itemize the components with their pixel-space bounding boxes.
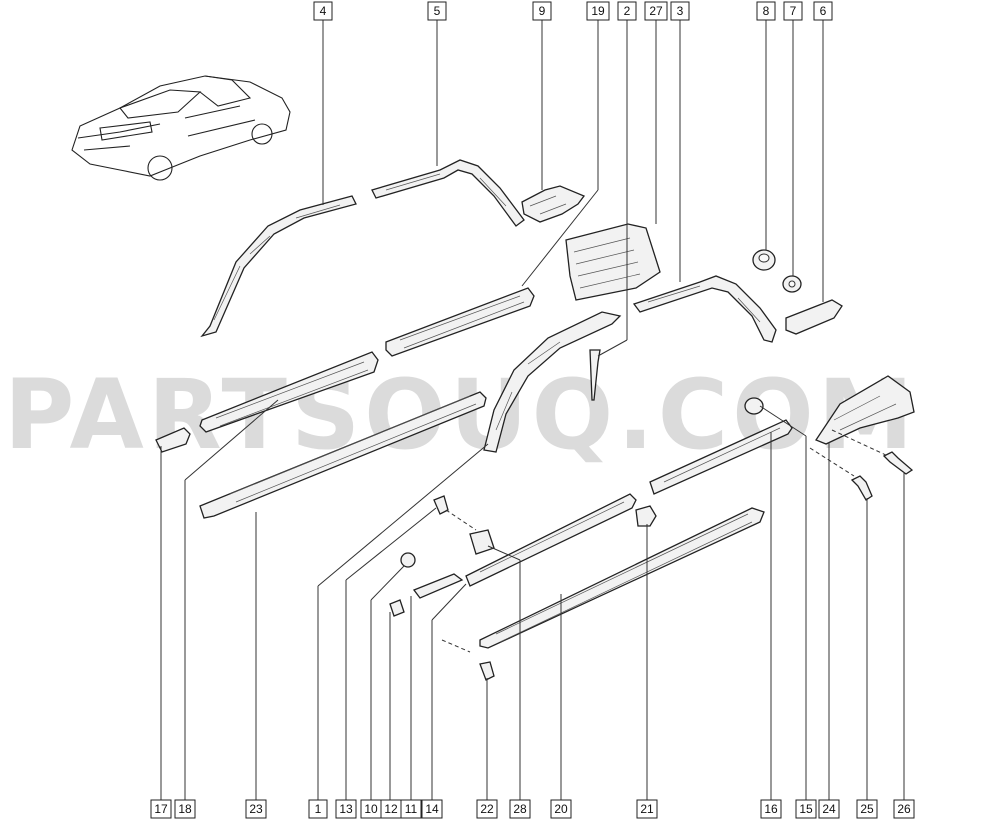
- svg-text:28: 28: [513, 802, 527, 816]
- part-screw-22: [479, 661, 495, 681]
- callout-5: 5: [427, 1, 447, 21]
- part-bolt-12: [389, 599, 405, 617]
- part-splash-guard: [815, 375, 915, 445]
- svg-text:5: 5: [434, 4, 441, 18]
- part-pillar-moulding: [483, 311, 622, 453]
- callout-13: 13: [335, 799, 357, 819]
- callout-25: 25: [856, 799, 878, 819]
- callout-26: 26: [893, 799, 915, 819]
- callout-17: 17: [150, 799, 172, 819]
- svg-text:17: 17: [154, 802, 168, 816]
- callout-2: 2: [617, 1, 637, 21]
- part-grommet-10: [400, 552, 416, 568]
- svg-text:27: 27: [649, 4, 663, 18]
- callout-18: 18: [174, 799, 196, 819]
- part-clip-21: [635, 505, 657, 527]
- callout-7: 7: [783, 1, 803, 21]
- callout-11: 11: [400, 799, 422, 819]
- part-nut: [752, 249, 776, 271]
- svg-text:26: 26: [897, 802, 911, 816]
- svg-text:1: 1: [315, 802, 322, 816]
- part-screw-25: [850, 475, 873, 501]
- car-illustration: [71, 75, 291, 181]
- svg-text:7: 7: [790, 4, 797, 18]
- svg-text:18: 18: [178, 802, 192, 816]
- svg-text:15: 15: [799, 802, 813, 816]
- part-sill-trim: [479, 507, 765, 649]
- svg-text:6: 6: [820, 4, 827, 18]
- callout-24: 24: [818, 799, 840, 819]
- leader-lines: [160, 20, 905, 800]
- svg-text:19: 19: [591, 4, 605, 18]
- svg-text:3: 3: [677, 4, 684, 18]
- svg-text:10: 10: [364, 802, 378, 816]
- part-retainer-13: [433, 495, 449, 515]
- svg-text:14: 14: [425, 802, 439, 816]
- part-clip-28: [469, 529, 495, 555]
- svg-text:12: 12: [384, 802, 398, 816]
- svg-text:4: 4: [320, 4, 327, 18]
- callout-28: 28: [509, 799, 531, 819]
- callout-9: 9: [532, 1, 552, 21]
- part-door-moulding-upper: [385, 287, 535, 357]
- part-cover-11: [412, 573, 464, 599]
- callout-14: 14: [421, 799, 443, 819]
- callout-22: 22: [476, 799, 498, 819]
- part-roof-moulding-left: [200, 195, 357, 338]
- assembly-dashes: [441, 429, 889, 653]
- svg-text:23: 23: [249, 802, 263, 816]
- part-door-moulding-lower: [199, 351, 379, 433]
- part-screw-26: [882, 451, 914, 475]
- svg-text:11: 11: [405, 802, 418, 816]
- callout-3: 3: [670, 1, 690, 21]
- callout-23: 23: [245, 799, 267, 819]
- callouts-bottom: 17 18 23 1 13 10 12 11 14 22 28 20 21 16…: [150, 799, 915, 819]
- part-washer: [782, 275, 802, 293]
- callout-16: 16: [760, 799, 782, 819]
- callouts-top: 4 5 9 19 2 27 3 8 7 6: [313, 1, 833, 21]
- callout-1: 1: [308, 799, 328, 819]
- part-quarter-trim: [565, 223, 661, 301]
- svg-text:22: 22: [480, 802, 494, 816]
- part-bracket: [521, 185, 586, 223]
- svg-text:21: 21: [640, 802, 654, 816]
- svg-text:24: 24: [822, 802, 836, 816]
- callout-20: 20: [550, 799, 572, 819]
- svg-text:2: 2: [624, 4, 631, 18]
- callout-19: 19: [586, 1, 610, 21]
- part-pillar-clip: [589, 349, 601, 401]
- callout-10: 10: [360, 799, 382, 819]
- part-rear-window-moulding: [632, 275, 777, 343]
- svg-text:25: 25: [860, 802, 874, 816]
- callout-8: 8: [756, 1, 776, 21]
- callout-21: 21: [636, 799, 658, 819]
- part-roof-moulding-right: [371, 159, 525, 227]
- callout-6: 6: [813, 1, 833, 21]
- callout-4: 4: [313, 1, 333, 21]
- part-front-sill-moulding: [465, 493, 637, 587]
- svg-text:8: 8: [763, 4, 770, 18]
- svg-text:9: 9: [539, 4, 546, 18]
- part-rear-moulding: [649, 419, 793, 495]
- part-support: [785, 299, 843, 335]
- svg-text:13: 13: [339, 802, 353, 816]
- callout-15: 15: [795, 799, 817, 819]
- part-plug: [744, 397, 764, 415]
- svg-text:16: 16: [764, 802, 778, 816]
- part-sill-moulding: [199, 391, 487, 519]
- svg-text:20: 20: [554, 802, 568, 816]
- callout-27: 27: [644, 1, 668, 21]
- callout-12: 12: [380, 799, 402, 819]
